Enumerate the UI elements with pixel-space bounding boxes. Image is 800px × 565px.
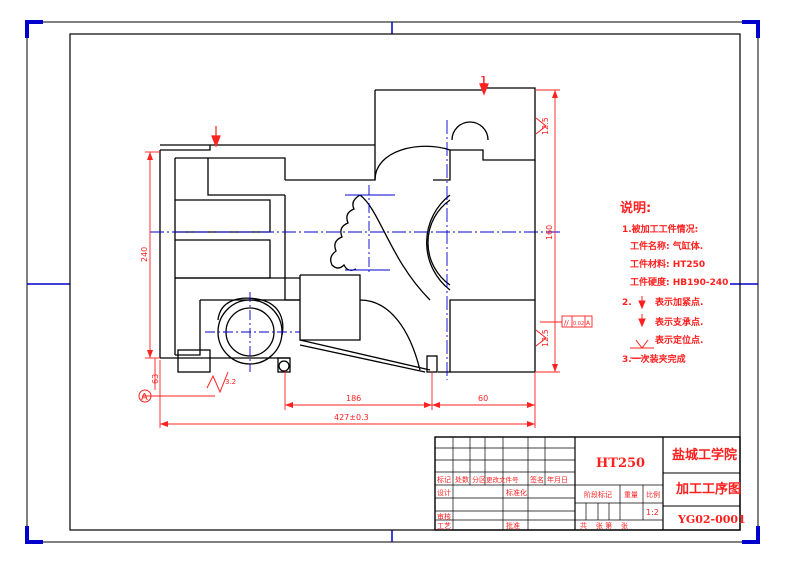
hdr-zone: 分区 bbox=[472, 475, 486, 484]
dim-height: 240 bbox=[140, 247, 149, 262]
notes-block: 说明: 1.被加工工件情况: 工件名称: 气缸体. 工件材料: HT250 工件… bbox=[620, 200, 728, 365]
notes-line-5: 表示加紧点. bbox=[654, 296, 703, 308]
hdr-design: 设计 bbox=[437, 488, 451, 497]
hdr-check: 审核 bbox=[437, 512, 451, 521]
dim-right-height: 160 bbox=[545, 225, 554, 240]
title-block-grid bbox=[434, 436, 741, 531]
school-name: 盐城工学院 bbox=[672, 447, 737, 463]
flatness-value: 0.02 bbox=[573, 321, 584, 327]
dim-total: 427±0.3 bbox=[334, 413, 369, 422]
flatness-datum: A bbox=[586, 320, 591, 327]
hdr-count: 处数 bbox=[455, 475, 469, 484]
drawing-number: YG02-0001 bbox=[677, 513, 746, 526]
flatness-frame bbox=[540, 315, 593, 328]
hdr-weight: 重量 bbox=[624, 491, 638, 499]
clamp-arrows bbox=[211, 76, 489, 148]
notes-line-4: 工件硬度: HB190-240 bbox=[630, 276, 728, 288]
hdr-stage: 阶段标记 bbox=[584, 490, 612, 499]
notes-line-1: 1.被加工工件情况: bbox=[622, 223, 698, 235]
hdr-mark: 标记 bbox=[437, 475, 451, 484]
datum-letter: A bbox=[141, 392, 148, 403]
hdr-date: 年月日 bbox=[547, 475, 568, 484]
title-block-texts: HT250 盐城工学院 加工工序图 YG02-0001 1:2 标记 处数 分区… bbox=[437, 447, 746, 530]
dimension-arrows bbox=[147, 90, 558, 427]
material-label: HT250 bbox=[596, 456, 645, 471]
notes-line-3: 工件材料: HT250 bbox=[630, 258, 705, 270]
note-symbols bbox=[630, 296, 654, 359]
hdr-sheets: 共 张 第 张 bbox=[580, 521, 628, 530]
hdr-standard: 标准化 bbox=[506, 488, 527, 497]
corner-marks bbox=[25, 20, 760, 544]
datum-circle bbox=[138, 389, 152, 403]
notes-line-2: 工件名称: 气缸体. bbox=[630, 240, 703, 252]
roughness-marks bbox=[206, 117, 547, 394]
dim-right: 60 bbox=[478, 394, 488, 403]
notes-title: 说明: bbox=[620, 200, 651, 216]
hdr-sign: 签名 bbox=[530, 475, 544, 484]
ra-top-label: 12.5 bbox=[541, 117, 550, 135]
drawing-title: 加工工序图 bbox=[675, 481, 741, 497]
notes-line-7: 表示定位点. bbox=[654, 334, 703, 346]
notes-line-5-num: 2. bbox=[622, 298, 632, 308]
dimension-lines bbox=[142, 89, 560, 428]
section-mark-top: 1 bbox=[480, 74, 487, 87]
flatness-symbol: // bbox=[564, 319, 569, 327]
inner-frame bbox=[69, 33, 741, 531]
scale-value: 1:2 bbox=[646, 508, 659, 517]
dim-mid: 186 bbox=[346, 394, 361, 403]
center-lines bbox=[150, 120, 560, 380]
dim-step: 63 bbox=[151, 374, 160, 384]
notes-line-8: 3.一次装夹完成 bbox=[622, 353, 686, 365]
hdr-scale: 比例 bbox=[646, 490, 660, 499]
hdr-process: 工艺 bbox=[437, 522, 451, 530]
part-outline bbox=[159, 87, 536, 373]
hdr-approve: 批准 bbox=[506, 521, 520, 530]
ra-bottom-label: 12.5 bbox=[541, 329, 550, 347]
notes-line-6: 表示支承点. bbox=[654, 316, 703, 328]
hdr-doc: 更改文件号 bbox=[486, 475, 519, 484]
roughness-label: 3.2 bbox=[225, 378, 236, 386]
centering-marks bbox=[27, 22, 758, 542]
